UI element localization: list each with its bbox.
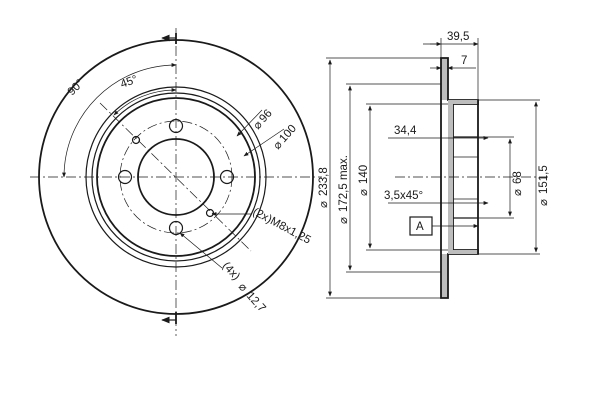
front-view: 90° 45° ⌀ 96 ⌀ 100 (2x)M8x1,25 (4x) ⌀ 12… — [30, 28, 322, 336]
dia-96-label: 96 — [257, 107, 274, 125]
angle-45-arc — [113, 87, 177, 116]
dim-7-label: 7 — [461, 55, 467, 67]
dim-140-label: 140 — [358, 165, 370, 184]
angle-45-label: 45° — [119, 74, 139, 91]
section-view: ⌀ 233,8 ⌀ 172,5 max. ⌀ 140 ⌀ 68 ⌀ 151,5 … — [318, 31, 550, 299]
dim-chamfer-label: 3,5x45° — [384, 190, 423, 202]
dia-100-label: 100 — [277, 123, 299, 145]
dim-140-symbol: ⌀ — [358, 189, 370, 196]
hole-leader — [179, 232, 223, 269]
dim-68-label: 68 — [512, 171, 524, 184]
dim-151-5-symbol: ⌀ — [538, 199, 550, 206]
dim-68-symbol: ⌀ — [512, 189, 524, 196]
dim-233-8-label: 233,8 — [318, 167, 330, 196]
dia-100-leader — [243, 128, 285, 157]
dim-151-5-label: 151,5 — [538, 165, 550, 194]
hole-dia-label: 12,7 — [244, 290, 268, 315]
dim-172-5-symbol: ⌀ — [338, 217, 350, 224]
centerline-diagonal — [99, 102, 252, 252]
dia-96-leader — [236, 109, 263, 137]
datum-label: A — [416, 221, 424, 233]
dim-34-4-label: 34,4 — [394, 125, 417, 137]
angle-90-label: 90° — [66, 77, 87, 98]
hole-count-label: (4x) — [220, 260, 242, 283]
dim-172-5-label: 172,5 max. — [338, 155, 350, 212]
angle-90-arc — [62, 63, 177, 178]
disc-section — [441, 58, 448, 298]
dim-233-8-symbol: ⌀ — [318, 201, 330, 208]
hat-section — [448, 100, 478, 254]
dim-39-5-label: 39,5 — [447, 31, 469, 43]
hole-dia-symbol: ⌀ — [236, 281, 250, 294]
